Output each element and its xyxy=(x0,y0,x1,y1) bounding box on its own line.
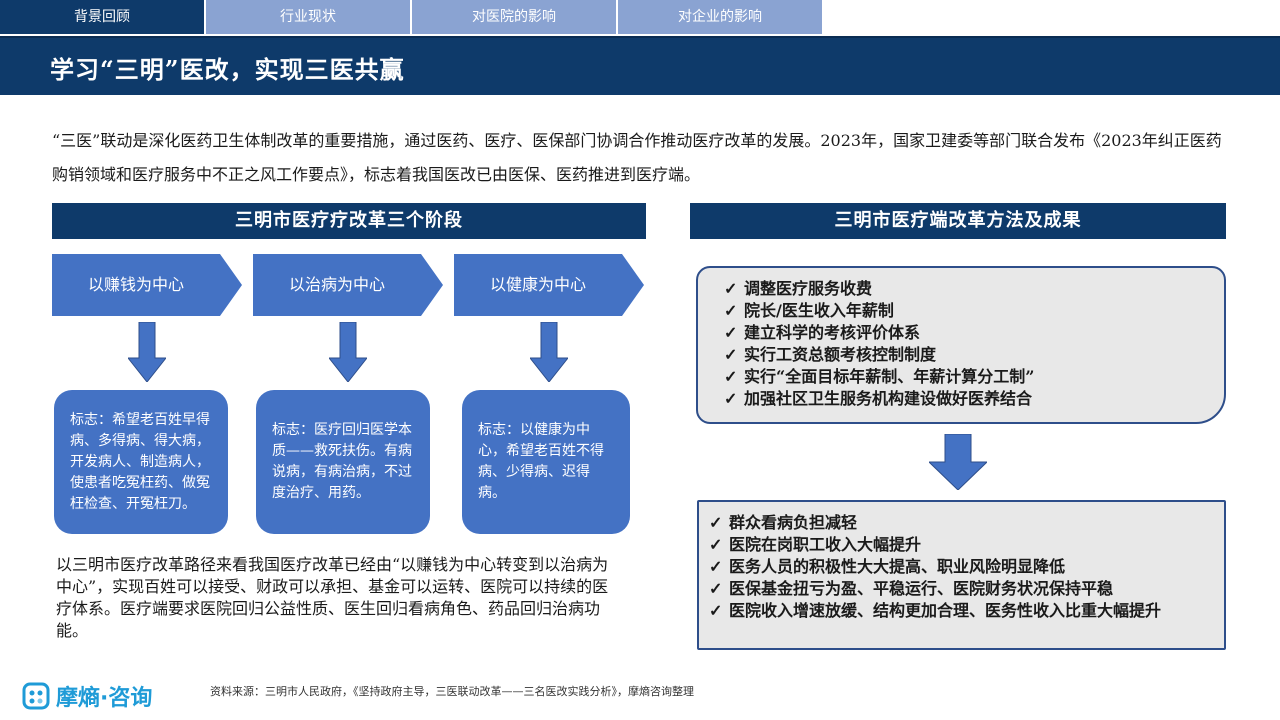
stage-desc-box-3: 标志：以健康为中心，希望老百姓不得病、少得病、迟得病。 xyxy=(462,390,630,534)
tab-enterprise-impact[interactable]: 对企业的影响 xyxy=(618,0,822,34)
down-arrow-icon xyxy=(329,322,367,382)
intro-paragraph: “三医”联动是深化医药卫生体制改革的重要措施，通过医药、医疗、医保部门协调合作推… xyxy=(52,131,1222,184)
tab-background-review[interactable]: 背景回顾 xyxy=(0,0,204,34)
chevron-arrow-shape xyxy=(253,254,443,316)
brand-logo-text: 摩熵·咨询 xyxy=(56,686,153,711)
down-arrow-icon xyxy=(530,322,568,382)
tab-hospital-impact[interactable]: 对医院的影响 xyxy=(412,0,616,34)
stage-label-1: 以赚钱为中心 xyxy=(87,275,184,294)
stage-label-2: 以治病为中心 xyxy=(288,275,385,294)
title-bar: 学习“三明”医改，实现三医共赢 xyxy=(0,36,1280,95)
left-summary-paragraph: 以三明市医疗改革路径来看我国医疗改革已经由“以赚钱为中心转变到以治病为中心”，实… xyxy=(56,555,609,640)
method-item: 加强社区卫生服务机构建设做好医养结合 xyxy=(724,388,1224,410)
result-item: 医院在岗职工收入大幅提升 xyxy=(709,534,1212,556)
stage-desc-2: 标志：医疗回归医学本质——救死扶伤。有病说病，有病治病，不过度治疗、用药。 xyxy=(272,422,412,501)
left-section-header: 三明市医疗疗改革三个阶段 xyxy=(52,203,646,239)
stage-chevron-2: 以治病为中心 xyxy=(253,254,443,316)
moshang-logo-icon xyxy=(22,682,50,710)
down-arrow-icon xyxy=(929,434,987,490)
chevron-arrow-shape xyxy=(454,254,644,316)
stage-desc-1: 标志：希望老百姓早得病、多得病、得大病，开发病人、制造病人，使患者吃冤枉药、做冤… xyxy=(70,411,210,512)
right-section-header: 三明市医疗端改革方法及成果 xyxy=(690,203,1226,239)
stage-chevron-3: 以健康为中心 xyxy=(454,254,644,316)
down-arrow-icon xyxy=(128,322,166,382)
method-item: 实行工资总额考核控制制度 xyxy=(724,344,1224,366)
chevron-arrow-shape xyxy=(52,254,242,316)
tab-industry-status[interactable]: 行业现状 xyxy=(206,0,410,34)
method-item: 实行“全面目标年薪制、年薪计算分工制” xyxy=(724,366,1224,388)
source-note: 资料来源：三明市人民政府，《坚持政府主导，三医联动改革——三名医改实践分析》，摩… xyxy=(210,685,694,698)
stage-desc-3: 标志：以健康为中心，希望老百姓不得病、少得病、迟得病。 xyxy=(478,422,604,501)
result-item: 医院收入增速放缓、结构更加合理、医务性收入比重大幅提升 xyxy=(709,600,1212,622)
results-list: 群众看病负担减轻 医院在岗职工收入大幅提升 医务人员的积极性大大提高、职业风险明… xyxy=(709,512,1212,622)
method-item: 院长/医生收入年薪制 xyxy=(724,300,1224,322)
page-title: 学习“三明”医改，实现三医共赢 xyxy=(50,55,405,84)
methods-box: 调整医疗服务收费 院长/医生收入年薪制 建立科学的考核评价体系 实行工资总额考核… xyxy=(696,266,1226,424)
stage-label-3: 以健康为中心 xyxy=(489,275,586,294)
results-box: 群众看病负担减轻 医院在岗职工收入大幅提升 医务人员的积极性大大提高、职业风险明… xyxy=(697,500,1226,650)
result-item: 群众看病负担减轻 xyxy=(709,512,1212,534)
stage-desc-box-2: 标志：医疗回归医学本质——救死扶伤。有病说病，有病治病，不过度治疗、用药。 xyxy=(256,390,430,534)
brand-logo: 摩熵·咨询 xyxy=(22,680,152,712)
stage-chevron-1: 以赚钱为中心 xyxy=(52,254,242,316)
method-item: 建立科学的考核评价体系 xyxy=(724,322,1224,344)
method-item: 调整医疗服务收费 xyxy=(724,278,1224,300)
result-item: 医务人员的积极性大大提高、职业风险明显降低 xyxy=(709,556,1212,578)
stage-desc-box-1: 标志：希望老百姓早得病、多得病、得大病，开发病人、制造病人，使患者吃冤枉药、做冤… xyxy=(54,390,228,534)
result-item: 医保基金扭亏为盈、平稳运行、医院财务状况保持平稳 xyxy=(709,578,1212,600)
top-tabs: 背景回顾 行业现状 对医院的影响 对企业的影响 xyxy=(0,0,824,34)
methods-list: 调整医疗服务收费 院长/医生收入年薪制 建立科学的考核评价体系 实行工资总额考核… xyxy=(724,278,1224,410)
